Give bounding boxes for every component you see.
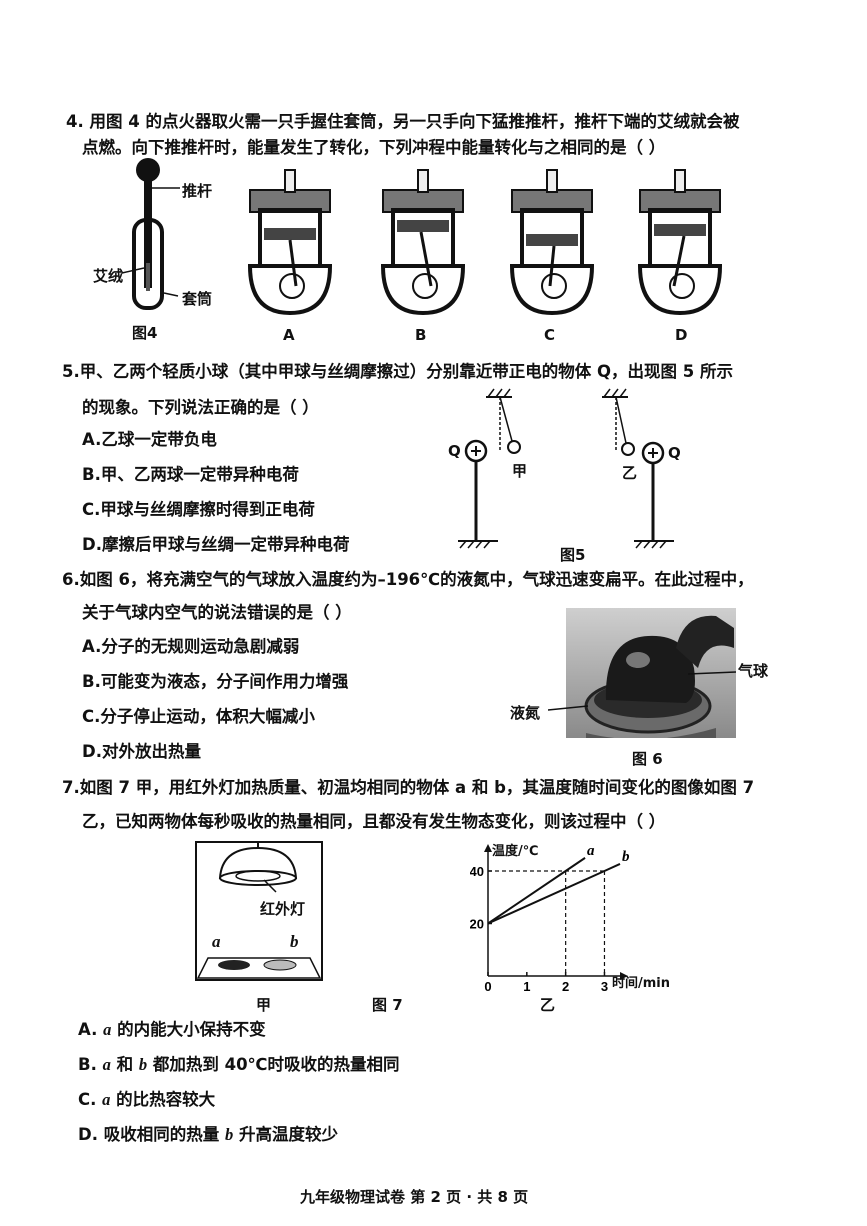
temperature-time-chart: 0 1 2 3 20 40 a b <box>470 843 630 994</box>
q7-option-d: D. 吸收相同的热量 b 升高温度较少 <box>78 1125 338 1144</box>
x-axis-arrow <box>620 972 628 980</box>
option-d-label: D <box>675 326 688 344</box>
engine-stroke-a-figure <box>247 169 333 316</box>
fig6-caption: 图 6 <box>632 750 663 768</box>
x-tick-label: 2 <box>562 979 569 994</box>
x-tick-label: 1 <box>523 979 530 994</box>
q4-text-line2: 点燃。向下推推杆时，能量发生了转化，下列冲程中能量转化与之相同的是（ ） <box>82 138 666 157</box>
label-balloon: 气球 <box>738 662 769 680</box>
label-sleeve: 套筒 <box>182 290 213 308</box>
series-label-a: a <box>587 843 595 859</box>
q6-option-b: B.可能变为液态，分子间作用力增强 <box>82 672 349 691</box>
fig7-caption: 图 7 <box>372 996 403 1014</box>
series-line-b <box>487 863 621 925</box>
fire-piston-figure <box>121 158 180 310</box>
y-tick-label: 40 <box>470 864 484 879</box>
label-q-right: Q <box>668 444 681 462</box>
x-tick-label: 0 <box>484 979 491 994</box>
fig7-jia-caption: 甲 <box>256 996 272 1014</box>
option-a-label: A <box>283 326 295 344</box>
series-label-b: b <box>622 849 630 865</box>
q6-option-d: D.对外放出热量 <box>82 742 201 761</box>
q5-text-line2: 的现象。下列说法正确的是（ ） <box>82 398 319 417</box>
q7-option-c: C. a 的比热容较大 <box>78 1090 216 1109</box>
q5-option-b: B.甲、乙两球一定带异种电荷 <box>82 465 299 484</box>
q6-text-line1: 6.如图 6，将充满空气的气球放入温度约为–196℃的液氮中，气球迅速变扁平。在… <box>62 570 754 589</box>
option-b-label: B <box>415 326 427 344</box>
engine-stroke-d-figure <box>637 169 723 316</box>
q7-option-a: A. a 的内能大小保持不变 <box>78 1020 266 1039</box>
y-tick-label: 20 <box>470 917 484 932</box>
label-ball-yi: 乙 <box>622 464 638 482</box>
engine-stroke-b-figure <box>380 169 466 316</box>
charged-balls-figure <box>458 388 674 549</box>
q7-text-line1: 7.如图 7 甲，用红外灯加热质量、初温均相同的物体 a 和 b，其温度随时间变… <box>62 778 755 797</box>
series-line-a <box>487 857 586 925</box>
q6-option-c: C.分子停止运动，体积大幅减小 <box>82 707 315 726</box>
page-footer: 九年级物理试卷 第 2 页 · 共 8 页 <box>300 1188 529 1206</box>
option-c-label: C <box>544 326 556 344</box>
label-tinder: 艾绒 <box>93 267 124 285</box>
fig7-yi-caption: 乙 <box>540 996 556 1014</box>
q5-option-c: C.甲球与丝绸摩擦时得到正电荷 <box>82 500 315 519</box>
q6-option-a: A.分子的无规则运动急剧减弱 <box>82 637 300 656</box>
q5-option-d: D.摩擦后甲球与丝绸一定带异种电荷 <box>82 535 350 554</box>
leader-lines <box>548 671 737 711</box>
q7-option-b: B. a 和 b 都加热到 40℃时吸收的热量相同 <box>78 1055 400 1074</box>
label-liquid-nitrogen: 液氮 <box>510 704 541 722</box>
engine-stroke-c-figure <box>509 169 595 316</box>
label-q-left: Q <box>448 442 461 460</box>
y-axis-arrow <box>484 844 492 852</box>
q7-text-line2: 乙，已知两物体每秒吸收的热量相同，且都没有发生物态变化，则该过程中（ ） <box>82 812 666 831</box>
y-axis-label: 温度/℃ <box>492 844 539 859</box>
label-object-a: a <box>212 932 221 951</box>
fig5-caption: 图5 <box>560 546 586 564</box>
label-ball-jia: 甲 <box>512 462 528 480</box>
q6-text-line2: 关于气球内空气的说法错误的是（ ） <box>82 603 352 622</box>
fig4-caption: 图4 <box>132 324 158 342</box>
label-push-rod: 推杆 <box>182 182 213 200</box>
infrared-lamp-figure <box>195 841 323 981</box>
x-tick-label: 3 <box>601 979 608 994</box>
label-infrared-lamp: 红外灯 <box>260 900 306 918</box>
x-axis-label: 时间/min <box>612 976 671 991</box>
q4-text-line1: 4. 用图 4 的点火器取火需一只手握住套筒，另一只手向下猛推推杆，推杆下端的艾… <box>66 112 740 131</box>
q5-option-a: A.乙球一定带负电 <box>82 430 217 449</box>
q5-text-line1: 5.甲、乙两个轻质小球（其中甲球与丝绸摩擦过）分别靠近带正电的物体 Q，出现图 … <box>62 362 733 381</box>
label-object-b: b <box>290 932 299 951</box>
